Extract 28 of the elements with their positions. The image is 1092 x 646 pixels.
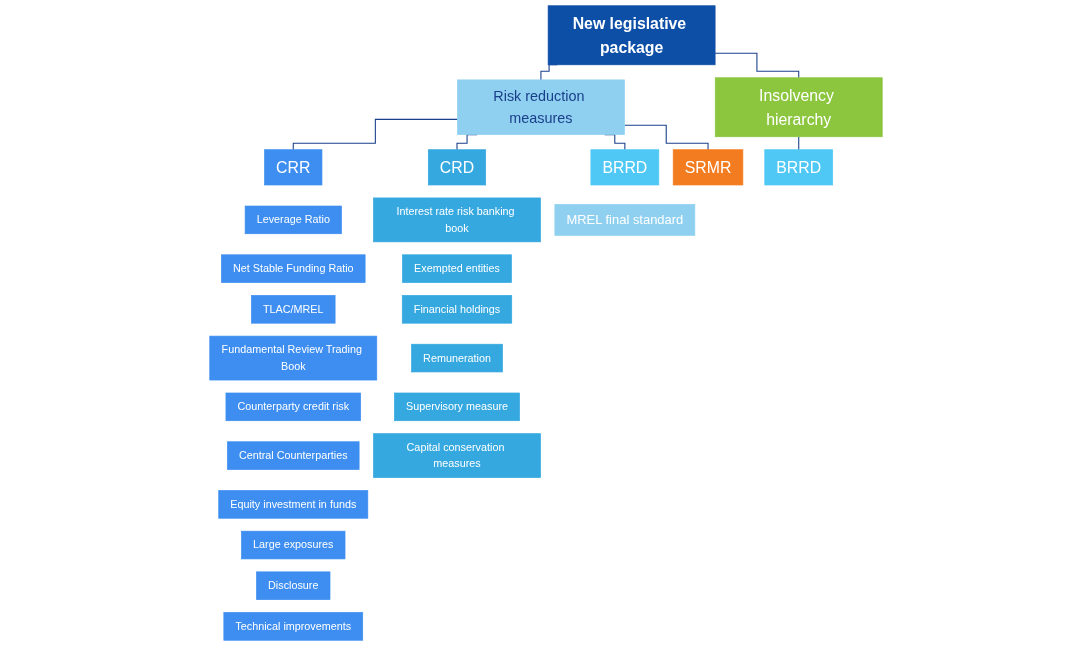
connector — [292, 118, 458, 151]
node-box: Remuneration — [411, 343, 503, 373]
node-box: Disclosure — [256, 571, 331, 600]
node-box: MREL final standard — [554, 204, 696, 236]
node-box: TLAC/MREL — [251, 295, 336, 324]
node-box: Central Counterparties — [227, 441, 360, 470]
node-box: New legislative package — [547, 5, 716, 66]
node-box: Supervisory measure — [394, 392, 520, 422]
node-box: Capital conservation measures — [373, 433, 541, 478]
node-box: CRR — [264, 149, 323, 186]
node-box: Equity investment in funds — [218, 490, 369, 519]
node-box: Counterparty credit risk — [225, 392, 361, 422]
node-box: BRRD — [764, 149, 834, 186]
node-box: Leverage Ratio — [244, 205, 342, 235]
node-box: Technical improvements — [223, 612, 364, 641]
node-box: Risk reduction measures — [457, 79, 625, 135]
connector — [623, 124, 709, 151]
node-box: Fundamental Review Trading Book — [209, 335, 378, 381]
connector — [714, 52, 800, 79]
node-box: BRRD — [590, 149, 660, 186]
node-box: Insolvency hierarchy — [714, 77, 883, 138]
node-box: Large exposures — [241, 530, 346, 560]
node-box: Net Stable Funding Ratio — [221, 254, 366, 283]
node-box: SRMR — [672, 149, 744, 186]
node-box: Exempted entities — [402, 254, 512, 283]
node-box: Interest rate risk banking book — [373, 197, 541, 243]
node-box: CRD — [427, 149, 487, 186]
node-box: Financial holdings — [401, 295, 513, 324]
